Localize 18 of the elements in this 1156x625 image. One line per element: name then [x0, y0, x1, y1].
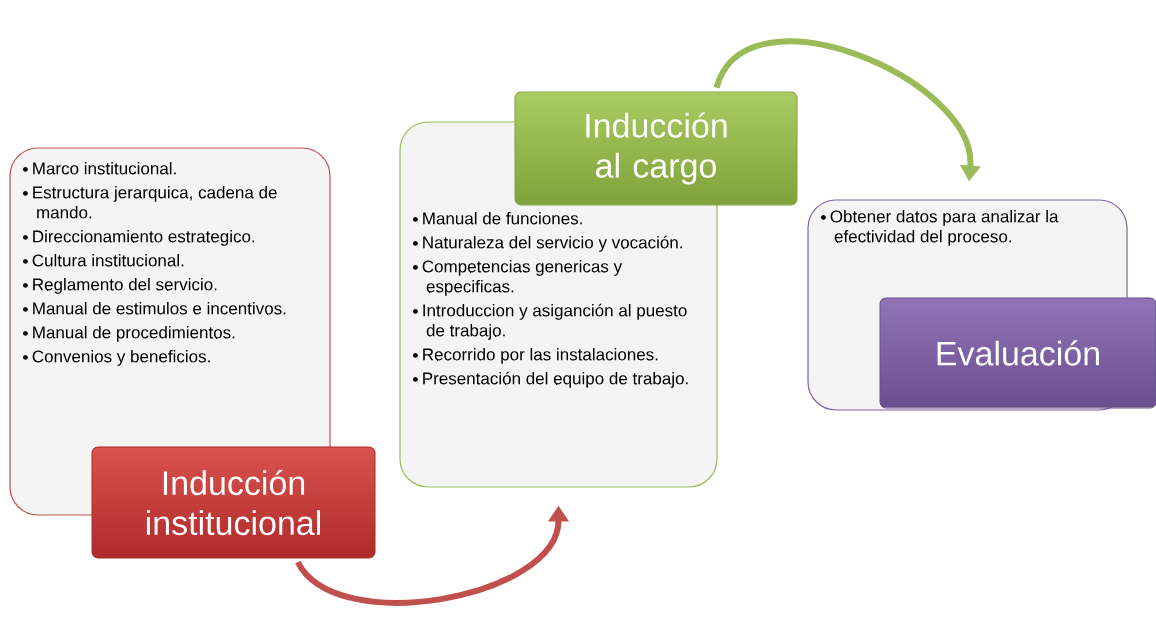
bullet-item: Naturaleza del servicio y vocación. [413, 235, 682, 252]
title-box: Evaluación [879, 297, 1156, 409]
title-box: Inducción institucional [91, 446, 376, 559]
bullet-item: Reglamento del servicio. [23, 278, 217, 294]
bullet-item: Estructura jerarquica, cadena de mando. [23, 186, 277, 219]
bullet-item: Competencias genericas y especificas. [413, 260, 623, 296]
bullet-item: Convenios y beneficios. [23, 350, 210, 366]
bullet-item: Obtener datos para analizar la efectividad del proceso. [821, 210, 1059, 246]
bullet-item: Manual de estimulos e incentivos. [23, 302, 286, 315]
title-box: Inducción al cargo [514, 91, 798, 206]
bullet-item: Presentación del equipo de trabajo. [413, 371, 688, 388]
bullet-item: Recorrido por las instalaciones. [413, 348, 658, 364]
bullet-item: Manual de funciones. [413, 212, 582, 225]
bullet-item: Cultura institucional. [23, 254, 184, 267]
bullet-item: Manual de procedimientos. [23, 326, 235, 342]
bullet-item: Introduccion y asiganción al puesto de trabajo. [413, 303, 687, 340]
bullet-item: Direccionamiento estrategico. [23, 230, 255, 246]
bullet-item: Marco institucional. [23, 162, 176, 175]
